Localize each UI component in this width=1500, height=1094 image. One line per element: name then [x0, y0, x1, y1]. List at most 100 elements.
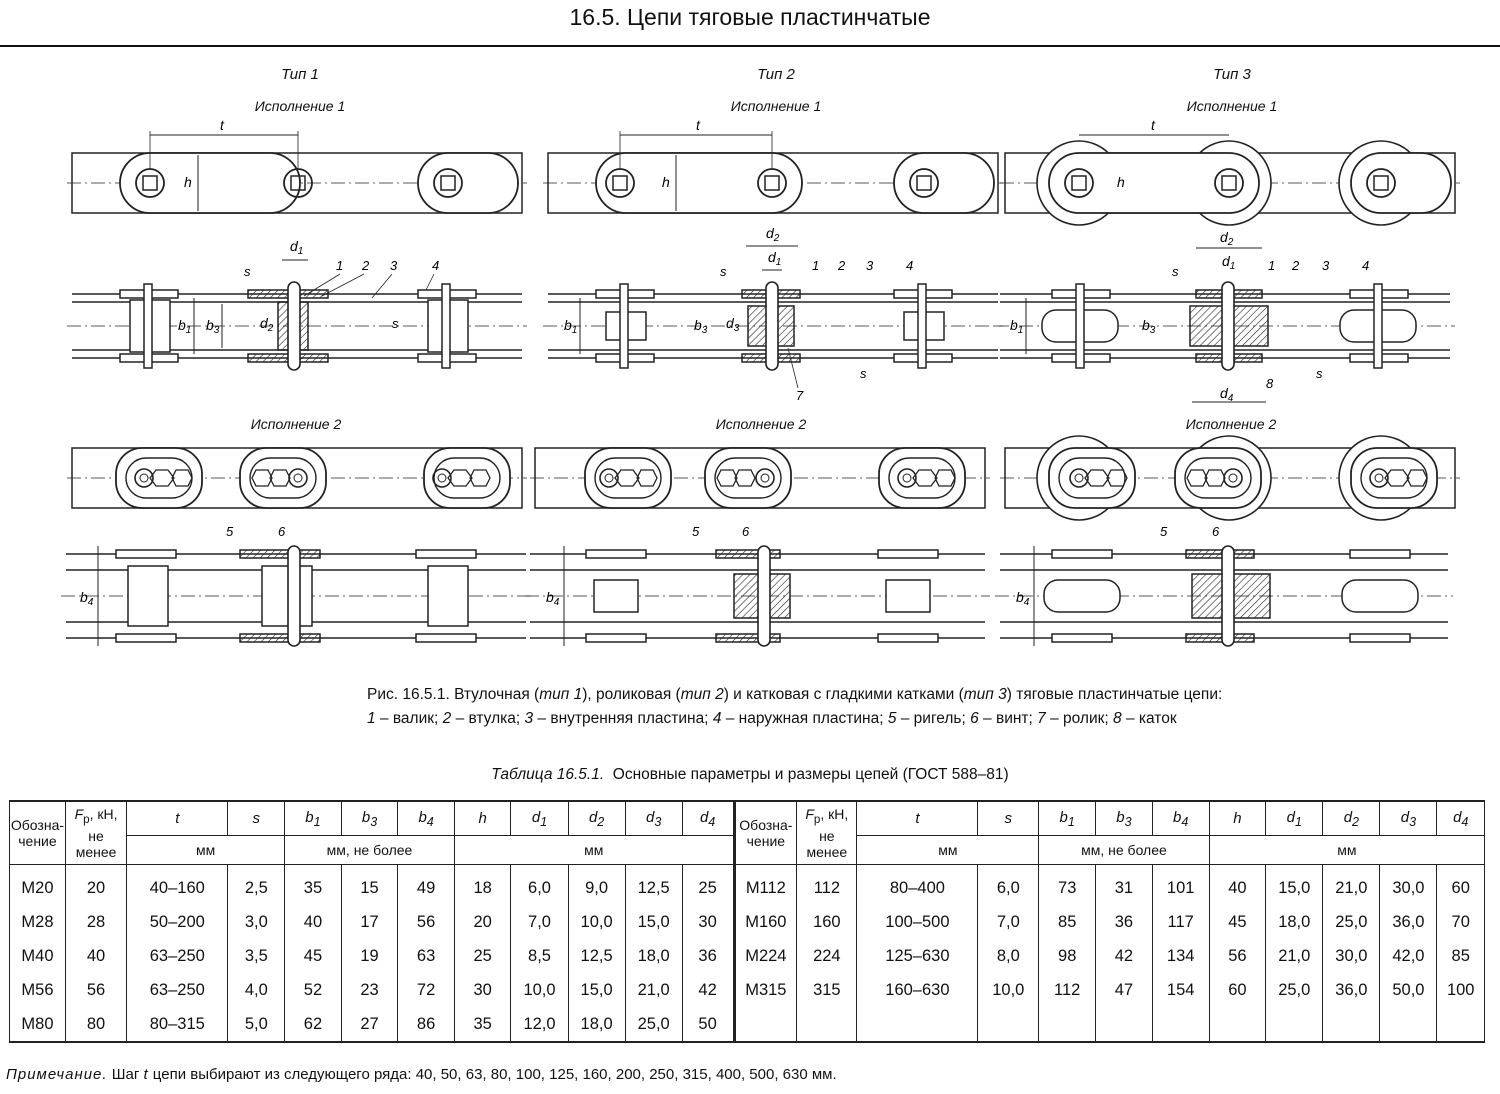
- type1-dim-s: s: [244, 264, 251, 279]
- type1-section-view: b1 b3 d2 d1 s s 1 2 3 4: [66, 238, 528, 371]
- type2-dim-b1: b1: [564, 317, 577, 336]
- type3-part-2: 2: [1291, 258, 1300, 273]
- type2-dim-d3: d3: [726, 315, 740, 334]
- type2-part-1: 1: [812, 258, 819, 273]
- table-cell: 9,0: [567, 864, 626, 905]
- table-cell: 21,0: [624, 973, 683, 1007]
- table-cell: М112: [732, 864, 798, 905]
- table-cell: 25: [681, 864, 735, 905]
- col-d2-right: d2: [1322, 800, 1381, 836]
- col-h: h: [453, 800, 512, 836]
- table-cell: [732, 1007, 798, 1043]
- table-cell: 112: [796, 864, 858, 905]
- table-cell: 12,5: [567, 939, 626, 973]
- table-cell: 21,0: [1265, 939, 1324, 973]
- table-cell: [1379, 1007, 1438, 1043]
- table-cell: 85: [1436, 939, 1485, 973]
- table-cell: 56: [1208, 939, 1267, 973]
- type2-dim-d2: d2: [766, 225, 780, 244]
- col-d1-right: d1: [1265, 800, 1324, 836]
- table-cell: 101: [1151, 864, 1210, 905]
- table-cell: 30,0: [1322, 939, 1381, 973]
- type2-plate-view: t h: [542, 117, 1004, 214]
- figure-caption: Рис. 16.5.1. Втулочная (тип 1), роликова…: [367, 683, 1222, 731]
- table-cell: 15,0: [624, 905, 683, 939]
- unit-mm-2: мм: [453, 835, 735, 865]
- type3-dim-b3: b3: [1142, 317, 1156, 336]
- type3-variant1-label: Исполнение 1: [1186, 98, 1278, 114]
- table-cell: 20: [64, 864, 128, 905]
- col-b1-right: b1: [1038, 800, 1097, 836]
- table-cell: [856, 1007, 979, 1043]
- col-d4-right: d4: [1436, 800, 1485, 836]
- table-cell: 50–200: [126, 905, 229, 939]
- type1-part-1: 1: [336, 258, 343, 273]
- type1-label: Тип 1: [281, 66, 319, 83]
- table-cell: 100–500: [856, 905, 979, 939]
- table-cell: 30,0: [1379, 864, 1438, 905]
- col-b4: b4: [397, 800, 455, 836]
- table-cell: М56: [9, 973, 66, 1007]
- type1-part-6: 6: [278, 524, 286, 539]
- type2-dim-b4: b4: [546, 589, 560, 608]
- table-cell: 6,0: [977, 864, 1040, 905]
- type3-part-8: 8: [1266, 376, 1274, 391]
- unit-mm-1: мм: [126, 835, 286, 865]
- type3-variant2-label: Исполнение 2: [1185, 416, 1277, 432]
- col-h-right: h: [1208, 800, 1267, 836]
- type1-part-4: 4: [432, 258, 439, 273]
- type3-dim-h: h: [1117, 174, 1125, 190]
- table-cell: 21,0: [1322, 864, 1381, 905]
- col-d2: d2: [567, 800, 626, 836]
- table-cell: 315: [796, 973, 858, 1007]
- type3-dim-d1: d1: [1222, 253, 1235, 272]
- table-units-row: мм мм, не более мм мм мм, не более мм: [10, 835, 1486, 865]
- col-t-right: t: [856, 800, 979, 836]
- figure-caption-line1: Рис. 16.5.1. Втулочная (тип 1), роликова…: [367, 686, 1223, 703]
- col-b3: b3: [340, 800, 399, 836]
- type2-dim-b3: b3: [694, 317, 708, 336]
- table-header-row: Обозна- чение Fр, кН, не менее t s b1 b3…: [9, 800, 1485, 865]
- table-cell: 125–630: [856, 939, 979, 973]
- col-d3: d3: [624, 800, 683, 836]
- table-cell: 56: [397, 905, 455, 939]
- col-designation-right: Обозна- чение: [732, 800, 798, 865]
- type3-dim-b4: b4: [1016, 589, 1030, 608]
- type1-dim-b1: b1: [178, 317, 191, 336]
- table-cell: 27: [340, 1007, 399, 1043]
- type2-part-4: 4: [906, 258, 913, 273]
- type2-part-5: 5: [692, 524, 700, 539]
- unit-mm-max-2: мм, не более: [1038, 835, 1210, 865]
- type2-dim-t: t: [696, 117, 701, 133]
- col-b1: b1: [284, 800, 342, 836]
- table-cell: 36,0: [1379, 905, 1438, 939]
- table-cell: 112: [1038, 973, 1097, 1007]
- type2-dim-d1: d1: [768, 249, 781, 268]
- table-cell: [1208, 1007, 1267, 1043]
- table-cell: 5,0: [227, 1007, 286, 1043]
- table-cell: 45: [284, 939, 342, 973]
- type1-part-3: 3: [390, 258, 398, 273]
- table-cell: 30: [681, 905, 735, 939]
- table-cell: 6,0: [510, 864, 569, 905]
- table-cell: 60: [1436, 864, 1485, 905]
- table-cell: 8,5: [510, 939, 569, 973]
- type3-dim-s2: s: [1316, 366, 1323, 381]
- title-rule: [0, 45, 1500, 47]
- col-fp: Fр, кН, не менее: [64, 800, 128, 865]
- table-cell: 35: [453, 1007, 512, 1043]
- table-cell: 31: [1095, 864, 1153, 905]
- table-cell: 80–400: [856, 864, 979, 905]
- table-cell: 40: [64, 939, 128, 973]
- type1-variant2-label: Исполнение 2: [250, 416, 342, 432]
- type1-dim-h: h: [184, 174, 192, 190]
- type1-variant1-label: Исполнение 1: [254, 98, 346, 114]
- table-cell: [977, 1007, 1040, 1043]
- type2-label: Тип 2: [757, 66, 795, 83]
- table-cell: [1038, 1007, 1097, 1043]
- table-cell: 12,5: [624, 864, 683, 905]
- table-cell: 42: [1095, 939, 1153, 973]
- table-cell: 3,0: [227, 905, 286, 939]
- type2-variant2-label: Исполнение 2: [715, 416, 807, 432]
